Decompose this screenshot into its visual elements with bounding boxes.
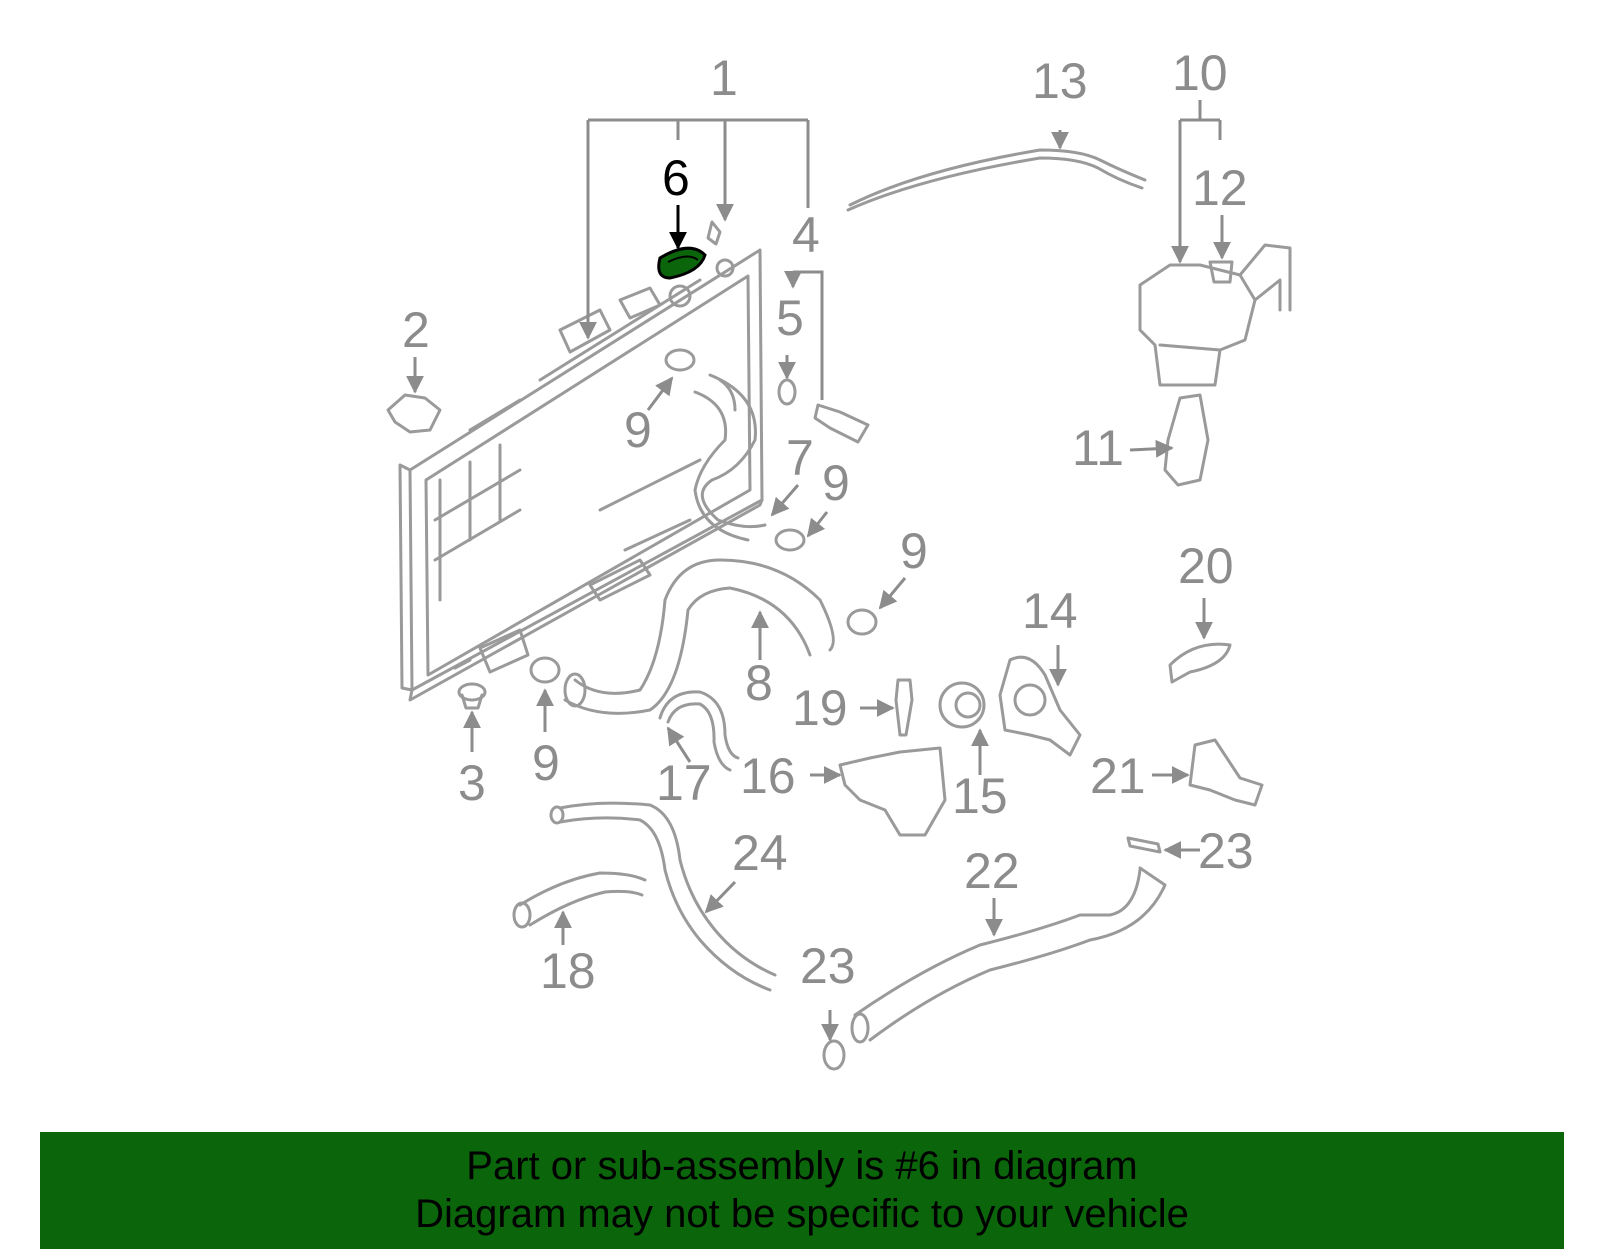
part-13-overflow-hose (846, 148, 1147, 212)
banner-line-1: Part or sub-assembly is #6 in diagram (466, 1144, 1138, 1188)
callout-23-b: 23 (800, 938, 856, 994)
part-1-clip (706, 220, 722, 246)
callout-17: 17 (656, 755, 712, 811)
callout-20: 20 (1178, 538, 1234, 594)
callout-10: 10 (1172, 45, 1228, 101)
callout-3: 3 (458, 755, 486, 811)
callout-12: 12 (1192, 160, 1248, 216)
part-23-gasket-b (1126, 836, 1162, 854)
part-18-heater-hose (518, 871, 647, 927)
callout-16: 16 (740, 748, 796, 804)
callout-22: 22 (964, 843, 1020, 899)
part-16-water-outlet (838, 746, 947, 837)
callout-5: 5 (776, 290, 804, 346)
callout-14: 14 (1022, 583, 1078, 639)
callout-21: 21 (1090, 748, 1146, 804)
callout-9-b: 9 (822, 455, 850, 511)
callout-9-c: 9 (900, 523, 928, 579)
part-3-drain-plug (457, 682, 487, 710)
callout-23-a: 23 (1198, 823, 1254, 879)
part-11-reservoir-bracket (1163, 393, 1210, 487)
part-22-water-pipe (853, 866, 1167, 1042)
callout-19: 19 (792, 680, 848, 736)
radiator (398, 248, 764, 702)
part-19-temp-sensor (894, 678, 914, 737)
part-23-gasket-a (822, 1039, 846, 1071)
part-6-radiator-cap[interactable] (657, 246, 707, 280)
callout-24: 24 (732, 825, 788, 881)
part-21-water-inlet (1188, 738, 1264, 807)
callout-9-d: 9 (532, 735, 560, 791)
callout-15: 15 (952, 768, 1008, 824)
callout-1: 1 (710, 50, 738, 106)
callout-6: 6 (662, 150, 690, 206)
part-24-heater-hose (558, 801, 777, 992)
part-9-clamps (529, 348, 878, 684)
leader-lines (406, 100, 1231, 1042)
part-17-bypass-hose (658, 690, 740, 772)
part-2-bracket (386, 393, 442, 434)
callout-18: 18 (540, 943, 596, 999)
callout-4: 4 (792, 207, 820, 263)
callout-8: 8 (745, 655, 773, 711)
part-20-bracket (1168, 642, 1232, 684)
part-10-reservoir-tank (1138, 243, 1292, 387)
part-5-o-ring (777, 378, 797, 406)
callout-11: 11 (1072, 420, 1124, 476)
callout-7: 7 (786, 430, 814, 486)
callout-13: 13 (1032, 53, 1088, 109)
callout-2: 2 (402, 302, 430, 358)
banner-line-2: Diagram may not be specific to your vehi… (415, 1192, 1189, 1236)
part-8-lower-hose (563, 558, 835, 715)
part-7-upper-hose (693, 373, 767, 542)
callout-9-a: 9 (624, 402, 652, 458)
part-15-thermostat (938, 681, 986, 729)
part-4-drain-cock (813, 403, 870, 444)
info-banner: Part or sub-assembly is #6 in diagram Di… (40, 1132, 1564, 1249)
part-12-reservoir-cap (1208, 260, 1234, 284)
part-14-thermostat-housing (998, 655, 1082, 757)
